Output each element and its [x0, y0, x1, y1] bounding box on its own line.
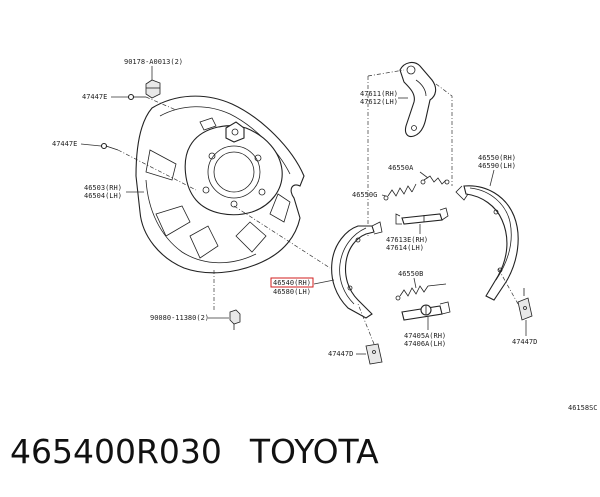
figure-code: 46158SC [568, 404, 598, 412]
spring-46550b [395, 283, 447, 301]
label-lever-rh: 47611(RH) [360, 90, 398, 98]
part-number: 465400R030 [10, 432, 222, 471]
label-shoe-r-lh: 46590(LH) [478, 162, 516, 170]
label-plate-rh: 46503(RH) [84, 184, 122, 192]
label-lever-lh: 47612(LH) [360, 98, 398, 106]
label-adjuster-lh: 47406A(LH) [404, 340, 446, 348]
bolt-e1 [127, 93, 177, 111]
label-spring-g: 46550G [352, 191, 377, 199]
spring-46550g [383, 183, 417, 201]
label-plate-lh: 46504(LH) [84, 192, 122, 200]
label-shoe-r-rh: 46550(RH) [478, 154, 516, 162]
label-bolt-e1: 47447E [82, 93, 107, 101]
clip-d2 [497, 267, 533, 321]
label-shoe-l-rh: 46540(RH) [273, 279, 311, 287]
label-bolt-top: 90178-A0013(2) [124, 58, 183, 66]
nut-top [145, 73, 161, 99]
label-strut-rh: 47613E(RH) [386, 236, 428, 244]
brake-shoe-left [331, 221, 383, 319]
highlight-selected-part [270, 277, 314, 288]
backing-plate [135, 95, 305, 274]
bolt-bottom [213, 270, 241, 330]
label-strut-lh: 47614(LH) [386, 244, 424, 252]
spring-46550a [420, 175, 450, 185]
label-spring-a: 46550A [388, 164, 414, 172]
bolt-e2 [100, 142, 197, 191]
strut [395, 207, 449, 225]
adjuster [401, 301, 451, 321]
label-bolt-bottom: 90080-11380(2) [150, 314, 209, 322]
brake-shoe-right [455, 185, 519, 301]
label-bolt-e2: 47447E [52, 140, 77, 148]
parking-brake-lever [399, 61, 437, 138]
brand-name: TOYOTA [249, 432, 379, 471]
label-adjuster-rh: 47405A(RH) [404, 332, 446, 340]
label-shoe-l-lh: 46580(LH) [273, 288, 311, 296]
brake-assembly-diagram: 90178-A0013(2) 47447E 47447E 46503(RH) 4… [52, 58, 598, 412]
part-caption: 465400R030 TOYOTA [10, 432, 379, 471]
label-clip-d2: 47447D [512, 338, 537, 346]
label-spring-b: 46550B [398, 270, 423, 278]
label-clip-d1: 47447D [328, 350, 353, 358]
clip-d1 [357, 303, 383, 365]
